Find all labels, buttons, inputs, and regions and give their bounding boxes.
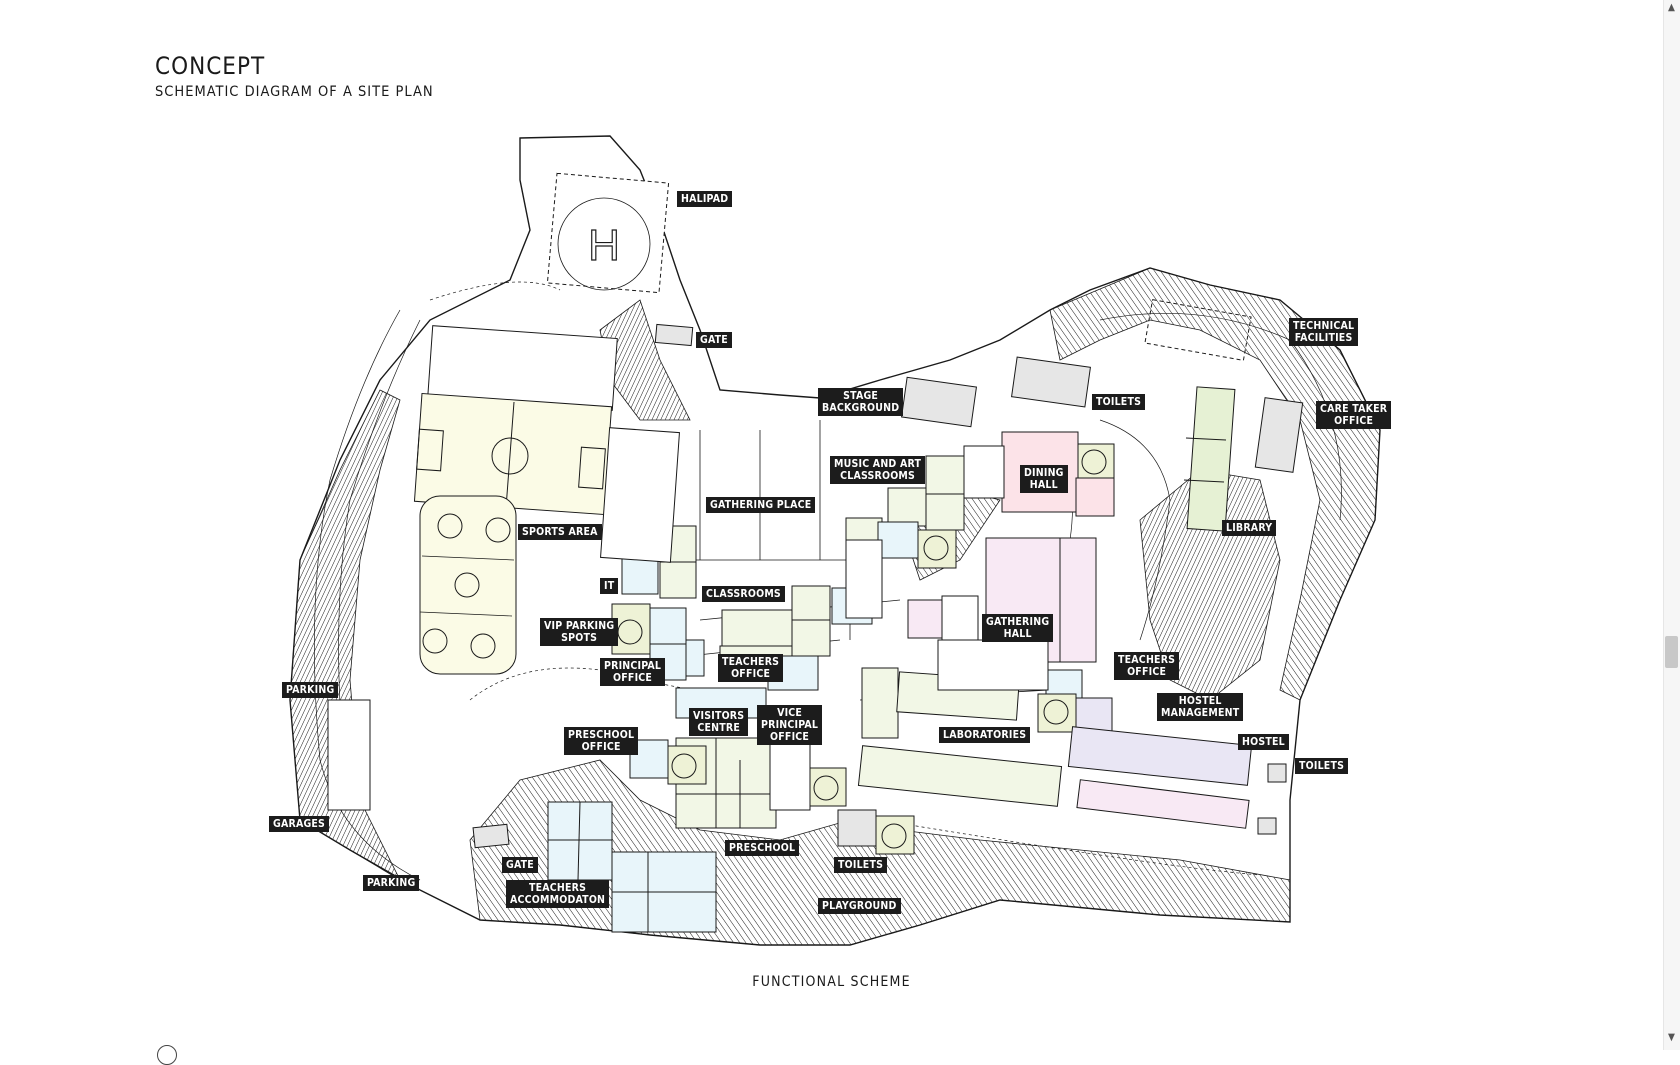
label-hostel-management: HOSTEL MANAGEMENT [1157,693,1244,721]
label-playground: PLAYGROUND [818,898,901,914]
label-hostel: HOSTEL [1238,734,1289,750]
scroll-down-arrow-icon[interactable]: ▼ [1668,1032,1675,1043]
label-teachers-office-east: TEACHERS OFFICE [1114,652,1180,680]
technical-facilities-area [1144,299,1252,361]
label-halipad: HALIPAD [677,191,733,207]
scrollbar-thumb[interactable] [1665,636,1678,668]
site-plan-diagram: H [289,135,1381,946]
label-toilets-north: TOILETS [1092,394,1146,410]
page-subtitle: SCHEMATIC DIAGRAM OF A SITE PLAN [155,84,434,100]
label-care-taker-office: CARE TAKER OFFICE [1316,401,1392,429]
scroll-up-arrow-icon[interactable]: ▲ [1668,2,1675,13]
page-title: CONCEPT [155,52,266,80]
label-gate-north: GATE [696,332,732,348]
library-block [1183,386,1236,532]
label-library: LIBRARY [1222,520,1277,536]
label-vip-parking: VIP PARKING SPOTS [540,618,619,646]
helipad: H [546,172,670,294]
label-preschool: PRESCHOOL [725,840,800,856]
sports-courts [419,495,517,675]
gate-north-building [654,323,694,347]
label-toilets-east: TOILETS [1295,758,1349,774]
label-vice-principal-office: VICE PRINCIPAL OFFICE [757,705,823,745]
label-principal-office: PRINCIPAL OFFICE [600,658,666,686]
courtyards [611,443,1115,855]
contour-band-northeast [1049,267,1381,701]
label-preschool-office: PRESCHOOL OFFICE [564,727,639,755]
label-technical-facilities: TECHNICAL FACILITIES [1289,318,1359,346]
figure-caption: FUNCTIONAL SCHEME [752,974,911,990]
label-parking-west: PARKING [282,682,339,698]
label-it: IT [600,578,619,594]
helipad-letter: H [588,221,620,270]
vertical-scrollbar[interactable] [1663,0,1680,1050]
label-teachers-accommodation: TEACHERS ACCOMMODATON [506,880,610,908]
partial-circle-icon [157,1045,177,1065]
sports-field [413,325,618,516]
parking-west-area [327,699,371,811]
label-gate-south: GATE [502,857,538,873]
label-visitors-centre: VISITORS CENTRE [689,708,749,736]
label-stage-background: STAGE BACKGROUND [818,388,904,416]
label-music-art: MUSIC AND ART CLASSROOMS [830,456,926,484]
label-laboratories: LABORATORIES [939,727,1031,743]
label-dining-hall: DINING HALL [1020,465,1068,493]
label-gathering-hall: GATHERING HALL [982,614,1054,642]
label-sports-area: SPORTS AREA [518,524,602,540]
hostel-block [1067,697,1253,786]
service-buildings [472,356,1304,849]
label-garages: GARAGES [269,816,330,832]
label-parking-south: PARKING [363,875,420,891]
label-classrooms: CLASSROOMS [702,586,785,602]
label-teachers-office-center: TEACHERS OFFICE [718,654,784,682]
label-toilets-south: TOILETS [834,857,888,873]
label-gathering-place: GATHERING PLACE [706,497,816,513]
